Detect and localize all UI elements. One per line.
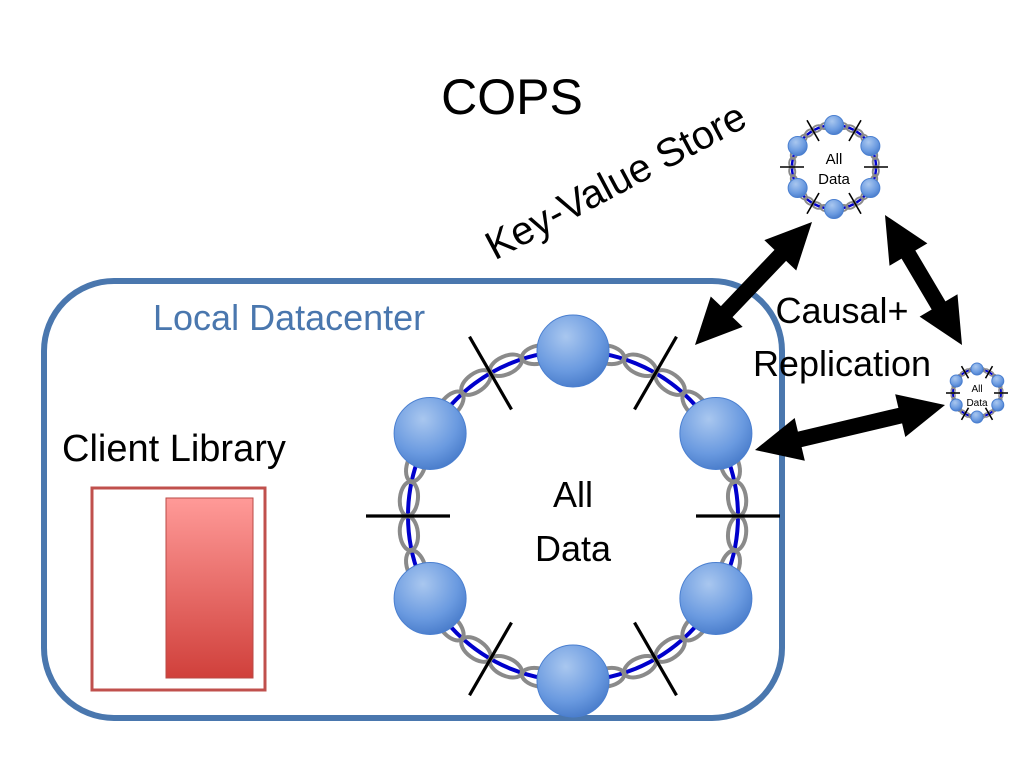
double-arrow-icon: [695, 222, 812, 345]
storage-node-icon: [991, 374, 1005, 388]
storage-node-icon: [393, 562, 467, 635]
storage-node-icon: [824, 199, 844, 219]
partition-tick-icon: [633, 335, 678, 411]
client-library-bar: [165, 497, 254, 679]
remote-ring-large-label-line2: Data: [818, 171, 850, 188]
local-datacenter-label: Local Datacenter: [153, 297, 425, 338]
partition-tick-icon: [848, 192, 862, 215]
main-ring: All Data: [366, 314, 780, 718]
remote-ring-small: All Data: [946, 362, 1008, 424]
partition-tick-icon: [468, 621, 513, 697]
client-library-label: Client Library: [62, 428, 286, 470]
local-datacenter-box: [41, 278, 785, 721]
storage-node-icon: [970, 410, 984, 424]
storage-node-icon: [949, 374, 963, 388]
remote-ring-large-label-line1: All: [826, 151, 843, 168]
storage-node-icon: [536, 644, 610, 718]
replication-arrows: [695, 215, 962, 461]
replication-label-line1: Causal+: [775, 290, 908, 331]
remote-ring-small-label-line2: Data: [966, 398, 988, 409]
client-library-box: [90, 486, 267, 692]
ring-line: [406, 349, 740, 683]
storage-node-icon: [787, 178, 808, 198]
storage-node-icon: [679, 562, 753, 635]
partition-tick-icon: [468, 335, 513, 411]
partition-tick-icon: [633, 621, 678, 697]
storage-node-icon: [860, 178, 881, 198]
storage-node-icon: [393, 397, 467, 470]
storage-node-icon: [991, 398, 1005, 412]
partition-tick-icon: [960, 407, 970, 421]
storage-node-icon: [970, 362, 984, 376]
partition-tick-icon: [806, 119, 820, 142]
partition-tick-icon: [848, 119, 862, 142]
main-ring-label-line2: Data: [535, 528, 612, 569]
double-arrow-icon: [885, 215, 962, 345]
double-arrow-icon: [755, 394, 945, 461]
partition-tick-icon: [984, 407, 994, 421]
storage-node-icon: [824, 115, 844, 135]
storage-node-icon: [949, 398, 963, 412]
main-ring-label-line1: All: [553, 474, 593, 515]
replication-label-line2: Replication: [753, 343, 931, 384]
storage-node-icon: [787, 136, 808, 156]
partition-tick-icon: [960, 365, 970, 379]
partition-tick-icon: [984, 365, 994, 379]
remote-ring-small-label-line1: All: [971, 384, 982, 395]
storage-node-icon: [536, 314, 610, 388]
storage-node-icon: [860, 136, 881, 156]
page-title: COPS: [441, 69, 583, 125]
partition-tick-icon: [806, 192, 820, 215]
remote-ring-large: All Data: [780, 115, 888, 219]
storage-node-icon: [679, 397, 753, 470]
